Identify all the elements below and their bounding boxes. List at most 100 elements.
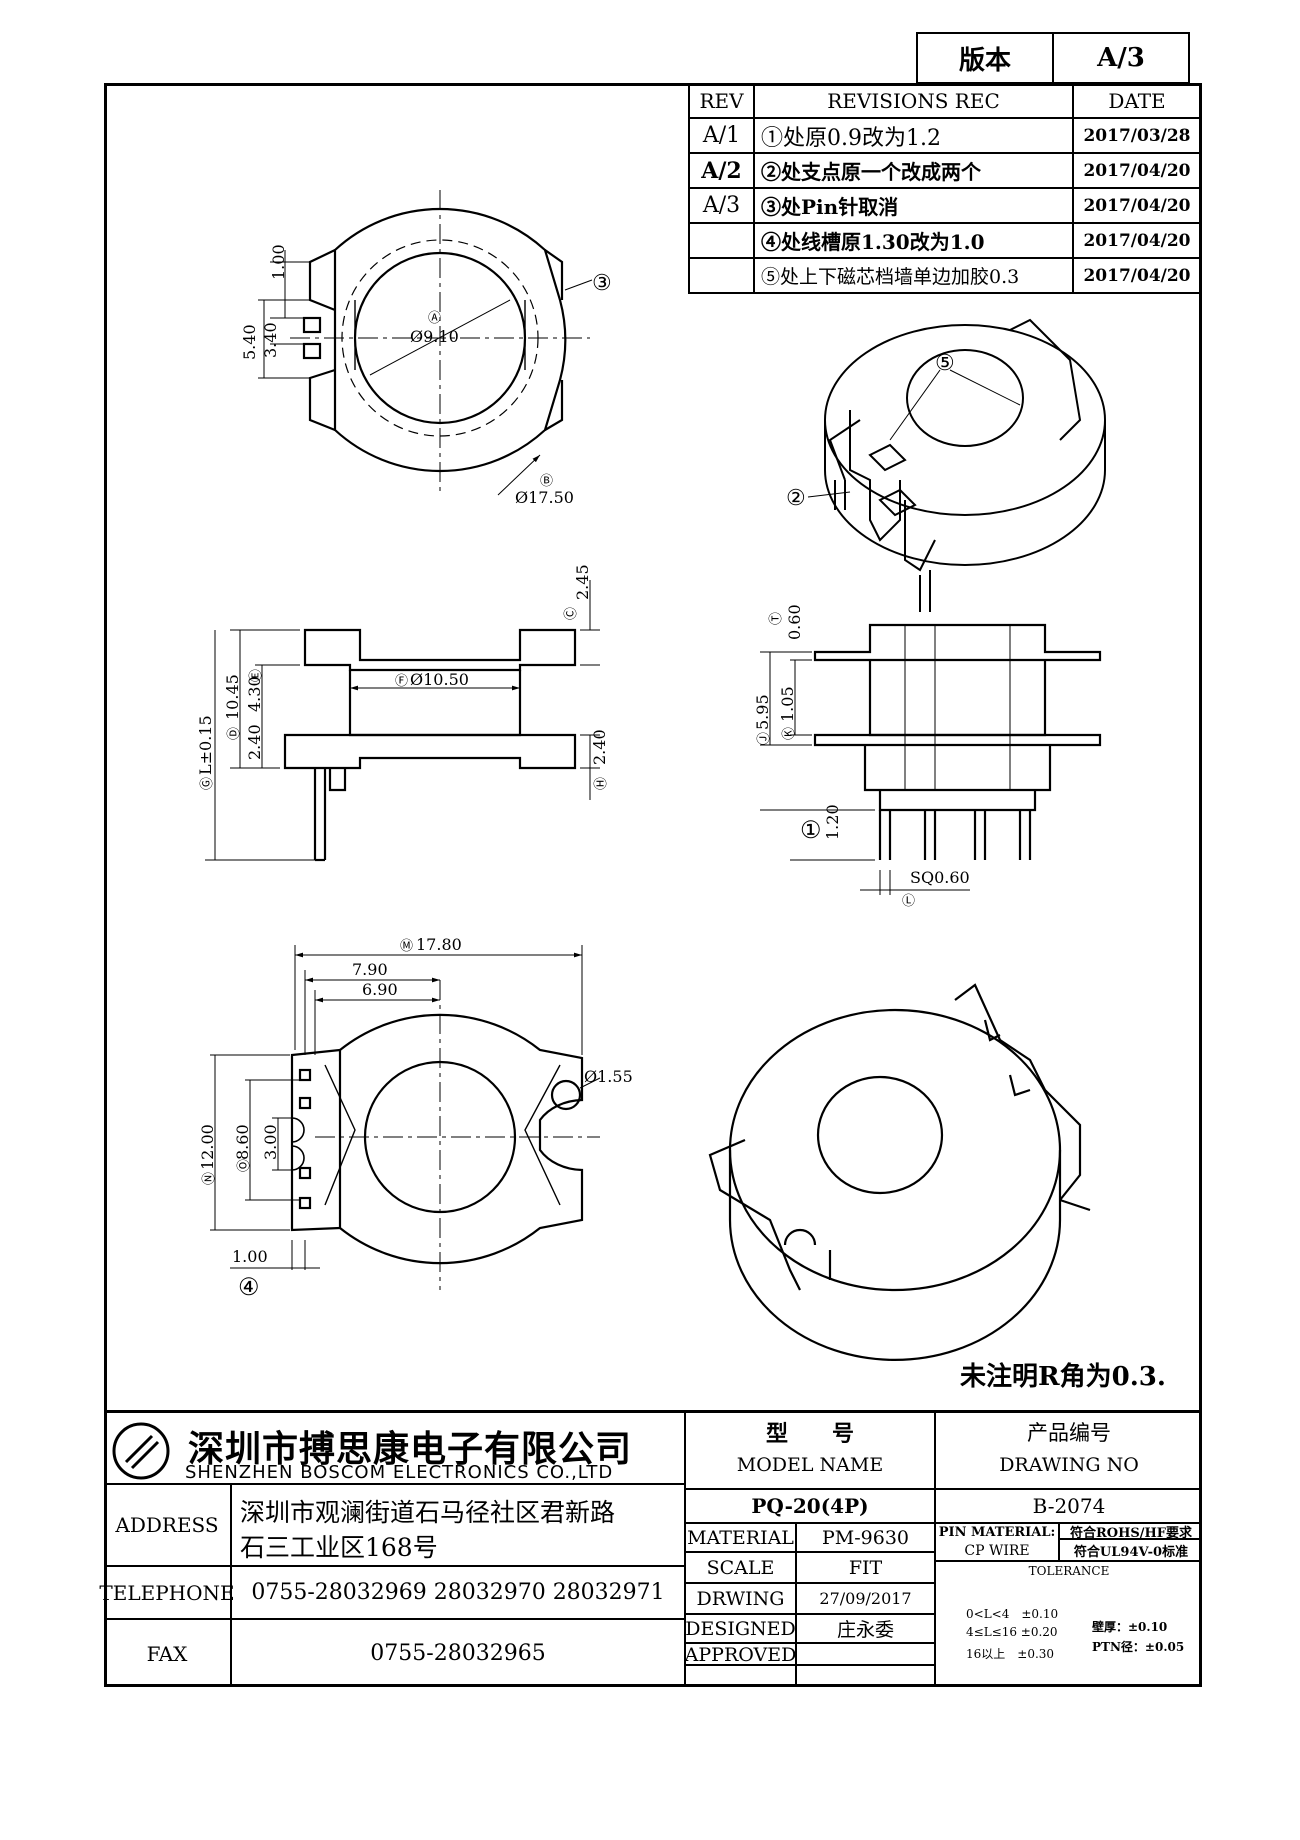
callout: ① bbox=[800, 816, 822, 844]
dim-tag: Ⓑ bbox=[540, 474, 553, 489]
dim-label: 17.80 bbox=[416, 935, 462, 954]
rev-cell: A/1 bbox=[687, 117, 756, 154]
drawing-no: B-2074 bbox=[1032, 1494, 1106, 1518]
dim-label: 2.45 bbox=[573, 564, 592, 600]
drawing-frame bbox=[104, 83, 1202, 1687]
address-label: ADDRESS bbox=[115, 1513, 219, 1537]
rec-cell: ①处原0.9改为1.2 bbox=[753, 117, 1074, 154]
dim-label: Ø17.50 bbox=[515, 488, 574, 507]
table-row: A/3 ③处Pin针取消 2017/04/20 bbox=[687, 187, 1203, 224]
pin-diameter-tolerance: PTN径：±0.05 bbox=[1092, 1640, 1185, 1654]
dim-tag: Ⓙ bbox=[757, 732, 772, 745]
rev-cell: A/3 bbox=[687, 187, 756, 224]
table-row: ⑤处上下磁芯档墙单边加胶0.3 2017/04/20 bbox=[687, 257, 1203, 294]
designed-label: DESIGNED bbox=[685, 1617, 796, 1640]
rohs-note: 符合ROHS/HF要求 bbox=[1069, 1525, 1193, 1541]
dim-label: 1.00 bbox=[269, 244, 288, 280]
dim-tag: Ⓣ bbox=[769, 612, 784, 625]
approved-label: APPROVED bbox=[684, 1644, 797, 1666]
front-view bbox=[760, 623, 1102, 895]
dim-label: 8.60 bbox=[233, 1124, 252, 1160]
dim-label: 2.40 bbox=[590, 729, 609, 765]
dim-label: 6.90 bbox=[362, 980, 398, 999]
dim-tag: Ⓒ bbox=[564, 607, 579, 620]
callout: ⑤ bbox=[935, 351, 955, 376]
table-row: A/1 ①处原0.9改为1.2 2017/03/28 bbox=[687, 117, 1203, 154]
pin-material-value: CP WIRE bbox=[964, 1542, 1030, 1559]
dim-tag: Ⓝ bbox=[202, 1172, 217, 1185]
dim-label: 10.45 bbox=[223, 674, 242, 720]
scale-value: FIT bbox=[848, 1556, 883, 1579]
date-header: DATE bbox=[1071, 83, 1203, 119]
telephone-label: TELEPHONE bbox=[99, 1580, 235, 1605]
dim-tag: Ⓓ bbox=[227, 727, 242, 740]
dim-label: 3.00 bbox=[261, 1124, 280, 1160]
top-view-labels: 1.00 5.40 3.40 Ⓐ Ø9.10 Ⓑ Ø17.50 ③ bbox=[240, 244, 612, 507]
address-line1: 深圳市观澜街道石马径社区君新路 bbox=[240, 1498, 616, 1527]
general-note: 未注明R角为0.3. bbox=[960, 1361, 1166, 1392]
dim-label: 0.60 bbox=[785, 604, 804, 640]
side-view bbox=[205, 580, 600, 862]
dim-label: 3.40 bbox=[261, 322, 280, 358]
dim-tag: Ⓛ bbox=[902, 894, 915, 909]
rec-cell: ②处支点原一个改成两个 bbox=[753, 152, 1074, 189]
dim-label: 4.30 bbox=[245, 676, 264, 712]
tolerance-label: TOLERANCE bbox=[1028, 1563, 1110, 1578]
drwing-label: DRWING bbox=[696, 1587, 785, 1610]
pin-material-label: PIN MATERIAL: bbox=[938, 1524, 1056, 1540]
date-cell: 2017/04/20 bbox=[1071, 187, 1203, 224]
dim-label: 5.40 bbox=[240, 324, 259, 360]
dim-tag: Ⓞ bbox=[237, 1159, 252, 1172]
tolerance-row: 4≤L≤16 ±0.20 bbox=[966, 1625, 1058, 1639]
rev-header: REV bbox=[687, 83, 756, 119]
fax-value: 0755-28032965 bbox=[370, 1641, 546, 1666]
model-label-cn: 型 号 bbox=[765, 1421, 854, 1447]
rec-cell: ④处线槽原1.30改为1.0 bbox=[753, 222, 1074, 259]
dim-tag: Ⓖ bbox=[200, 777, 215, 790]
table-row: ④处线槽原1.30改为1.0 2017/04/20 bbox=[687, 222, 1203, 259]
company-logo-icon bbox=[112, 1422, 170, 1480]
company-name-cn: 深圳市搏思康电子有限公司 bbox=[188, 1428, 633, 1470]
designed-value: 庄永委 bbox=[836, 1619, 894, 1641]
date-cell: 2017/03/28 bbox=[1071, 117, 1203, 154]
table-row: A/2 ②处支点原一个改成两个 2017/04/20 bbox=[687, 152, 1203, 189]
address-line2: 石三工业区168号 bbox=[240, 1533, 438, 1562]
drwing-value: 27/09/2017 bbox=[819, 1589, 912, 1608]
front-view-labels: 0.60 Ⓣ 5.95 Ⓙ 1.05 Ⓚ 1.20 ① SQ0.60 Ⓛ bbox=[753, 604, 970, 909]
dim-label: 1.05 bbox=[778, 686, 797, 722]
ul-note: 符合UL94V-0标准 bbox=[1073, 1544, 1189, 1560]
material-value: PM-9630 bbox=[821, 1526, 909, 1549]
drawing-no-label-en: DRAWING NO bbox=[999, 1454, 1139, 1476]
rev-cell bbox=[687, 257, 756, 294]
rec-cell: ⑤处上下磁芯档墙单边加胶0.3 bbox=[753, 257, 1074, 294]
dim-tag: Ⓕ bbox=[395, 674, 408, 689]
dim-label: 5.95 bbox=[753, 694, 772, 730]
dim-label: SQ0.60 bbox=[910, 868, 970, 887]
rev-cell bbox=[687, 222, 756, 259]
dim-tag: Ⓐ bbox=[428, 311, 441, 326]
version-value: A/3 bbox=[1052, 32, 1190, 84]
version-label: 版本 bbox=[916, 32, 1054, 84]
date-cell: 2017/04/20 bbox=[1071, 152, 1203, 189]
bottom-view-labels: Ⓜ 17.80 7.90 6.90 Ø1.55 12.00 Ⓝ 8.60 Ⓞ 3… bbox=[198, 935, 633, 1301]
callout: ③ bbox=[592, 271, 612, 296]
model-label-en: MODEL NAME bbox=[736, 1454, 884, 1476]
dim-label: L±0.15 bbox=[196, 715, 215, 775]
iso-view-lower bbox=[708, 983, 1091, 1362]
dim-label: Ø10.50 bbox=[410, 670, 469, 689]
bottom-view bbox=[210, 945, 601, 1290]
tolerance-row: 16以上 ±0.30 bbox=[966, 1647, 1055, 1661]
revisions-table: REV REVISIONS REC DATE A/1 ①处原0.9改为1.2 2… bbox=[687, 83, 1203, 294]
dim-tag: Ⓜ bbox=[400, 939, 413, 954]
material-label: MATERIAL bbox=[687, 1526, 794, 1549]
dim-label: Ø9.10 bbox=[410, 327, 459, 346]
company-name-en: SHENZHEN BOSCOM ELECTRONICS CO.,LTD bbox=[185, 1462, 614, 1483]
fax-label: FAX bbox=[146, 1641, 188, 1666]
callout: ④ bbox=[238, 1273, 260, 1301]
rec-header: REVISIONS REC bbox=[753, 83, 1074, 119]
dim-tag: Ⓚ bbox=[782, 727, 797, 740]
dim-label: 12.00 bbox=[198, 1124, 217, 1170]
tolerance-row: 0<L<4 ±0.10 bbox=[966, 1607, 1059, 1621]
dim-tag: Ⓔ bbox=[249, 669, 264, 682]
